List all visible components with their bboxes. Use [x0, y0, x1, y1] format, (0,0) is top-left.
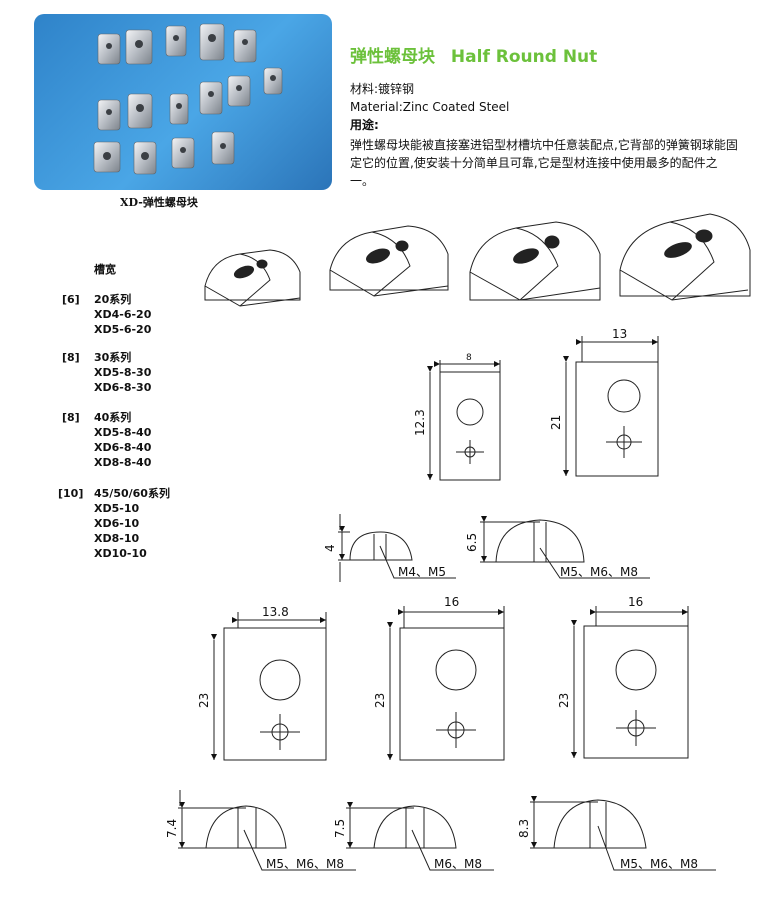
usage-text: 弹性螺母块能被直接塞进铝型材槽坑中任意装配点,它背部的弹簧钢球能固定它的位置,使… [350, 138, 738, 188]
dim-height-4: 4 [323, 544, 337, 552]
nut-3d-medium [329, 225, 449, 297]
plan-view-8x12.3 [427, 360, 501, 481]
title-en: Half Round Nut [450, 47, 598, 67]
dim-height-23-c: 23 [557, 693, 571, 708]
usage-label: 用途: [350, 118, 379, 132]
slot-code: [6] [62, 293, 80, 306]
dim-width-16-c: 16 [628, 595, 643, 609]
model-item: XD10-10 [94, 547, 147, 560]
nut-3d-xlarge [619, 213, 751, 301]
material-en: Material:Zinc Coated Steel [350, 100, 510, 114]
model-item: XD8-10 [94, 532, 140, 545]
side-view-6.5 [480, 516, 650, 579]
model-item: XD8-8-40 [94, 456, 152, 469]
dim-width-13.8: 13.8 [262, 605, 289, 619]
product-photo-illustration [93, 23, 283, 175]
series-name: 30系列 [94, 351, 132, 364]
side-view-8.3 [530, 796, 716, 871]
nut-3d-large [469, 221, 601, 301]
model-item: XD4-6-20 [94, 308, 152, 321]
dim-height-6.5: 6.5 [465, 533, 479, 552]
thread-label-e: M5、M6、M8 [620, 857, 698, 871]
slot-code: [10] [58, 487, 84, 500]
side-view-4 [338, 514, 456, 582]
model-item: XD5-8-40 [94, 426, 152, 439]
series-name: 40系列 [94, 411, 132, 424]
series-name: 20系列 [94, 293, 132, 306]
series-name: 45/50/60系列 [94, 487, 170, 500]
model-item: XD6-10 [94, 517, 140, 530]
thread-label-d: M6、M8 [434, 857, 482, 871]
slot-code: [8] [62, 411, 80, 424]
dim-height-23-a: 23 [197, 693, 211, 708]
slot-code: [8] [62, 351, 80, 364]
slot-width-heading: 槽宽 [94, 263, 116, 276]
model-item: XD5-10 [94, 502, 140, 515]
side-view-7.5 [346, 802, 494, 871]
model-item: XD6-8-30 [94, 381, 152, 394]
thread-label-c: M5、M6、M8 [266, 857, 344, 871]
material-cn: 材料:镀锌钢 [350, 82, 415, 96]
photo-caption: XD-弹性螺母块 [120, 196, 198, 209]
model-item: XD5-6-20 [94, 323, 152, 336]
plan-view-16x23-b [387, 606, 505, 761]
plan-view-13x21 [563, 336, 659, 477]
side-view-7.4 [178, 790, 356, 871]
thread-label-b: M5、M6、M8 [560, 565, 638, 579]
dim-height-7.4: 7.4 [165, 819, 179, 838]
dim-height-21: 21 [549, 415, 563, 430]
dim-height-23-b: 23 [373, 693, 387, 708]
dim-width-8: 8 [466, 353, 472, 363]
thread-label-a: M4、M5 [398, 565, 446, 579]
model-item: XD5-8-30 [94, 366, 152, 379]
page-title: 弹性螺母块 Half Round Nut [350, 42, 597, 67]
dim-width-16-b: 16 [444, 595, 459, 609]
product-photo [34, 14, 332, 190]
dim-height-7.5: 7.5 [333, 819, 347, 838]
nut-3d-small [204, 249, 301, 307]
dim-height-8.3: 8.3 [517, 819, 531, 838]
dim-height-12.3: 12.3 [413, 409, 427, 436]
title-cn: 弹性螺母块 [350, 47, 435, 67]
plan-view-13.8x23 [211, 612, 327, 761]
dim-width-13: 13 [612, 327, 627, 341]
plan-view-16x23-c [571, 606, 689, 759]
model-item: XD6-8-40 [94, 441, 152, 454]
